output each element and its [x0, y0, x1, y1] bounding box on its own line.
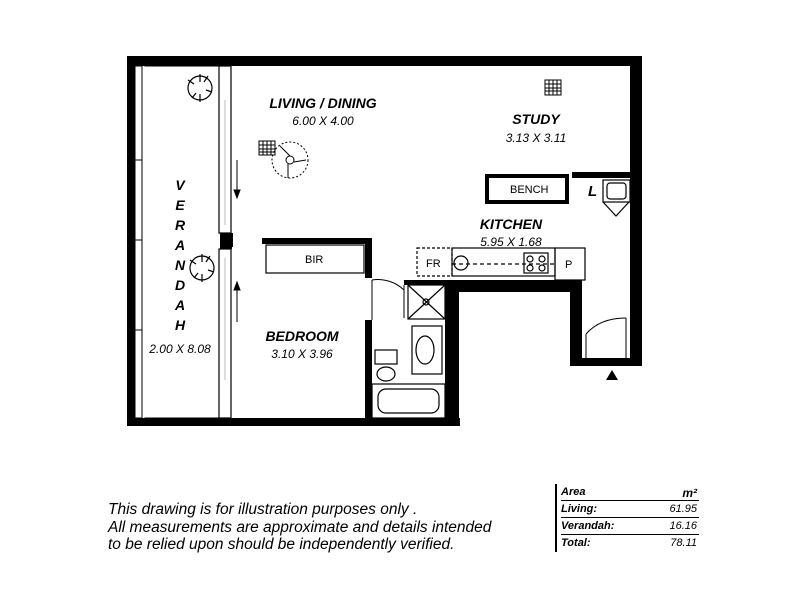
- verandah-letter: E: [175, 197, 185, 213]
- room-label-verandah: V E R A N D A H 2.00 X 8.08: [148, 177, 211, 356]
- walls: [127, 56, 642, 426]
- toilet: [374, 349, 398, 382]
- laundry-label: L: [588, 183, 597, 200]
- verandah-letter: A: [174, 237, 185, 253]
- svg-text:3.13 X 3.11: 3.13 X 3.11: [506, 131, 567, 145]
- verandah-letter: V: [175, 177, 186, 193]
- area-row-living: Living: 61.95: [561, 501, 699, 518]
- svg-text:BEDROOM: BEDROOM: [265, 328, 338, 344]
- area-header-unit: m²: [682, 486, 697, 500]
- built-in-robe: BIR: [265, 244, 365, 274]
- kitchen-counter: [416, 247, 586, 281]
- verandah-letter: D: [175, 277, 185, 293]
- verandah-letter: H: [175, 317, 186, 333]
- slide-arrows: [233, 160, 241, 322]
- pantry-label: P: [565, 259, 572, 271]
- svg-text:KITCHEN: KITCHEN: [480, 216, 543, 232]
- svg-text:2.00 X 8.08: 2.00 X 8.08: [148, 342, 211, 356]
- area-row-verandah: Verandah: 16.16: [561, 518, 699, 535]
- svg-text:3.10 X 3.96: 3.10 X 3.96: [271, 347, 333, 361]
- area-table: Area m² Living: 61.95 Verandah: 16.16 To…: [555, 484, 699, 552]
- verandah-letter: N: [175, 257, 186, 273]
- disclaimer-line: to be relied upon should be independentl…: [108, 536, 455, 553]
- verandah-letter: R: [175, 217, 186, 233]
- entry-arrow-icon: [606, 370, 618, 380]
- svg-text:6.00 X 4.00: 6.00 X 4.00: [292, 114, 354, 128]
- bench-label: BENCH: [510, 184, 549, 196]
- doors: [371, 279, 627, 360]
- room-label-kitchen: KITCHEN 5.95 X 1.68: [480, 216, 543, 249]
- bench: BENCH: [485, 174, 569, 204]
- svg-text:LIVING / DINING: LIVING / DINING: [269, 95, 376, 111]
- area-row-total: Total: 78.11: [561, 537, 697, 549]
- svg-text:5.95 X 1.68: 5.95 X 1.68: [480, 235, 542, 249]
- svg-text:STUDY: STUDY: [512, 111, 561, 127]
- ceiling-fan-icon: [271, 141, 309, 179]
- plant-icon: [187, 74, 213, 102]
- room-label-study: STUDY 3.13 X 3.11: [506, 111, 567, 145]
- verandah-letter: A: [174, 297, 185, 313]
- disclaimer-note: This drawing is for illustration purpose…: [108, 501, 528, 554]
- area-table-header: Area m²: [561, 484, 699, 501]
- room-label-living: LIVING / DINING 6.00 X 4.00: [269, 95, 376, 128]
- disclaimer-line: This drawing is for illustration purpose…: [108, 501, 418, 518]
- bir-label: BIR: [305, 254, 323, 266]
- vent-grid-icon: [544, 79, 562, 96]
- shower: [407, 284, 446, 320]
- vanity-basin: [411, 325, 443, 375]
- verandah-glazing: [134, 59, 232, 425]
- plant-icon: [189, 254, 215, 282]
- area-header-label: Area: [561, 486, 586, 498]
- disclaimer-line: All measurements are approximate and det…: [108, 518, 492, 536]
- vent-grid-icon: [258, 140, 276, 156]
- bathtub: [371, 383, 446, 419]
- fridge-label: FR: [426, 258, 441, 270]
- laundry: L: [588, 179, 631, 217]
- room-label-bedroom: BEDROOM 3.10 X 3.96: [265, 328, 338, 361]
